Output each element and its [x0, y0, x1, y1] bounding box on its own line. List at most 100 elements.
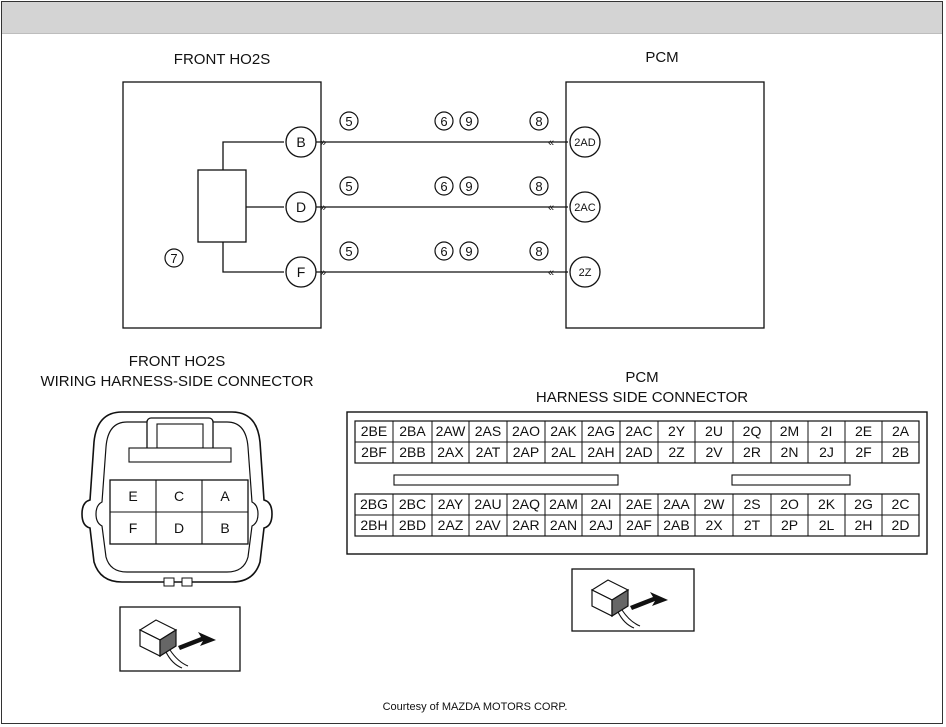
pcm-connector-pin: 2AQ	[512, 496, 540, 512]
ho2s-connector-subtitle: WIRING HARNESS-SIDE CONNECTOR	[40, 373, 313, 390]
circuit-ref	[339, 176, 359, 196]
circuit-row-2: D » « 2AC 5 6 9 8	[285, 176, 601, 223]
circuit-ref-label: 5	[345, 114, 352, 129]
front-ho2s-label: FRONT HO2S	[174, 51, 270, 68]
circuit-ref	[339, 111, 359, 131]
circuit-ref-label: 8	[535, 114, 542, 129]
pcm-connector-pin: 2AB	[663, 517, 689, 533]
pcm-connector-pin: 2AI	[590, 496, 611, 512]
circuit-ref-label: 8	[535, 244, 542, 259]
pcm-connector-pin: 2R	[743, 444, 761, 460]
pcm-pin-terminal	[569, 126, 601, 158]
pcm-connector-pin: 2AF	[626, 517, 652, 533]
pcm-connector-pin: 2S	[743, 496, 760, 512]
pcm-connector-pin: 2AT	[476, 444, 501, 460]
pcm-pin-label: 2AD	[574, 137, 595, 149]
pcm-connector-pin: 2BA	[399, 423, 426, 439]
pcm-connector-pin: 2AY	[438, 496, 464, 512]
circuit-ref-label: 6	[440, 179, 447, 194]
pcm-connector-pin: 2AN	[550, 517, 577, 533]
pcm-connector-pin: 2W	[704, 496, 726, 512]
circuit-ref-label: 9	[465, 179, 472, 194]
pcm-connector-pin: 2AK	[550, 423, 577, 439]
circuit-ref-label: 6	[440, 244, 447, 259]
pcm-connector-pin: 2J	[819, 444, 834, 460]
pcm-pin-label: 2Z	[579, 267, 592, 279]
circuit-ref	[459, 241, 479, 261]
pcm-connector-pin: 2AP	[513, 444, 539, 460]
circuit-ref	[529, 176, 549, 196]
pcm-connector-title: PCM	[625, 369, 658, 386]
pcm-connector-pin: 2V	[705, 444, 723, 460]
pcm-pin-label: 2AC	[574, 202, 595, 214]
circuit-ref	[339, 241, 359, 261]
connector-mark: »	[320, 267, 326, 279]
pcm-connector-pin: 2AR	[512, 517, 539, 533]
pcm-connector-subtitle: HARNESS SIDE CONNECTOR	[536, 389, 748, 406]
pcm-connector-pin: 2BC	[399, 496, 426, 512]
pcm-connector-pin: 2AD	[625, 444, 652, 460]
ho2s-pin-label: D	[296, 199, 306, 215]
pcm-connector-pin: 2AX	[437, 444, 464, 460]
pcm-connector-pin: 2Z	[668, 444, 685, 460]
ho2s-connector-title: FRONT HO2S	[129, 353, 225, 370]
circuit-row-1: B » « 2AD 5 6 9 8	[285, 111, 601, 158]
pcm-connector-pin: 2U	[705, 423, 723, 439]
pcm-connector-pin: 2AO	[512, 423, 540, 439]
circuit-ref-label: 9	[465, 114, 472, 129]
ho2s-pin-terminal	[285, 126, 317, 158]
pcm-connector-pin: 2AW	[436, 423, 467, 439]
circuit-ref	[459, 176, 479, 196]
ho2s-connector-pin: E	[128, 488, 137, 504]
pcm-connector-pin: 2AC	[625, 423, 652, 439]
pcm-connector-pin: 2AZ	[438, 517, 464, 533]
pcm-connector-pin: 2AG	[587, 423, 615, 439]
connector-view-icon	[119, 606, 241, 672]
connector-housing-inner	[95, 421, 259, 573]
pcm-connector-pin: 2X	[705, 517, 723, 533]
ho2s-pin-label: F	[297, 264, 306, 280]
pcm-connector-pin: 2H	[855, 517, 873, 533]
pcm-connector-pin: 2BH	[360, 517, 387, 533]
circuit-ref-7-label: 7	[170, 251, 177, 266]
pcm-connector-pin: 2A	[892, 423, 910, 439]
circuit-ref	[434, 111, 454, 131]
pcm-connector-pin: 2O	[780, 496, 799, 512]
sensor-lead-b	[222, 141, 284, 170]
sensor-element	[197, 169, 247, 243]
ho2s-connector-pin: C	[174, 488, 184, 504]
ho2s-connector-pin: F	[129, 520, 138, 536]
circuit-ref-label: 9	[465, 244, 472, 259]
ho2s-connector-pin: A	[220, 488, 230, 504]
ho2s-pin-terminal	[285, 256, 317, 288]
pcm-connector-pin: 2AM	[549, 496, 578, 512]
circuit-ref-7	[164, 248, 184, 268]
pcm-connector-pin: 2F	[855, 444, 871, 460]
pcm-connector-pin: 2AH	[587, 444, 614, 460]
connector-view-icon	[571, 568, 695, 632]
pcm-connector-pin: 2AA	[663, 496, 690, 512]
connector-latch-base	[128, 447, 232, 463]
ho2s-connector-drawing: E C A F D B	[81, 411, 273, 587]
circuit-ref-label: 6	[440, 114, 447, 129]
connector-mark: «	[548, 137, 554, 149]
credit-text: Courtesy of MAZDA MOTORS CORP.	[383, 701, 568, 713]
title-bar	[2, 2, 942, 34]
pcm-label: PCM	[645, 49, 678, 66]
ho2s-connector-pin: D	[174, 520, 184, 536]
pcm-connector-pin: 2BB	[399, 444, 425, 460]
pcm-connector-pin: 2P	[781, 517, 798, 533]
pcm-connector-pin: 2B	[892, 444, 909, 460]
pcm-connector-pin: 2M	[780, 423, 799, 439]
pcm-connector-pin: 2C	[892, 496, 910, 512]
pcm-connector-pin: 2AE	[626, 496, 652, 512]
pcm-pin-terminal	[569, 191, 601, 223]
pcm-connector-pin: 2E	[855, 423, 872, 439]
pcm-connector-pin: 2Y	[668, 423, 686, 439]
circuit-ref-label: 5	[345, 244, 352, 259]
pcm-connector-pin: 2K	[818, 496, 836, 512]
